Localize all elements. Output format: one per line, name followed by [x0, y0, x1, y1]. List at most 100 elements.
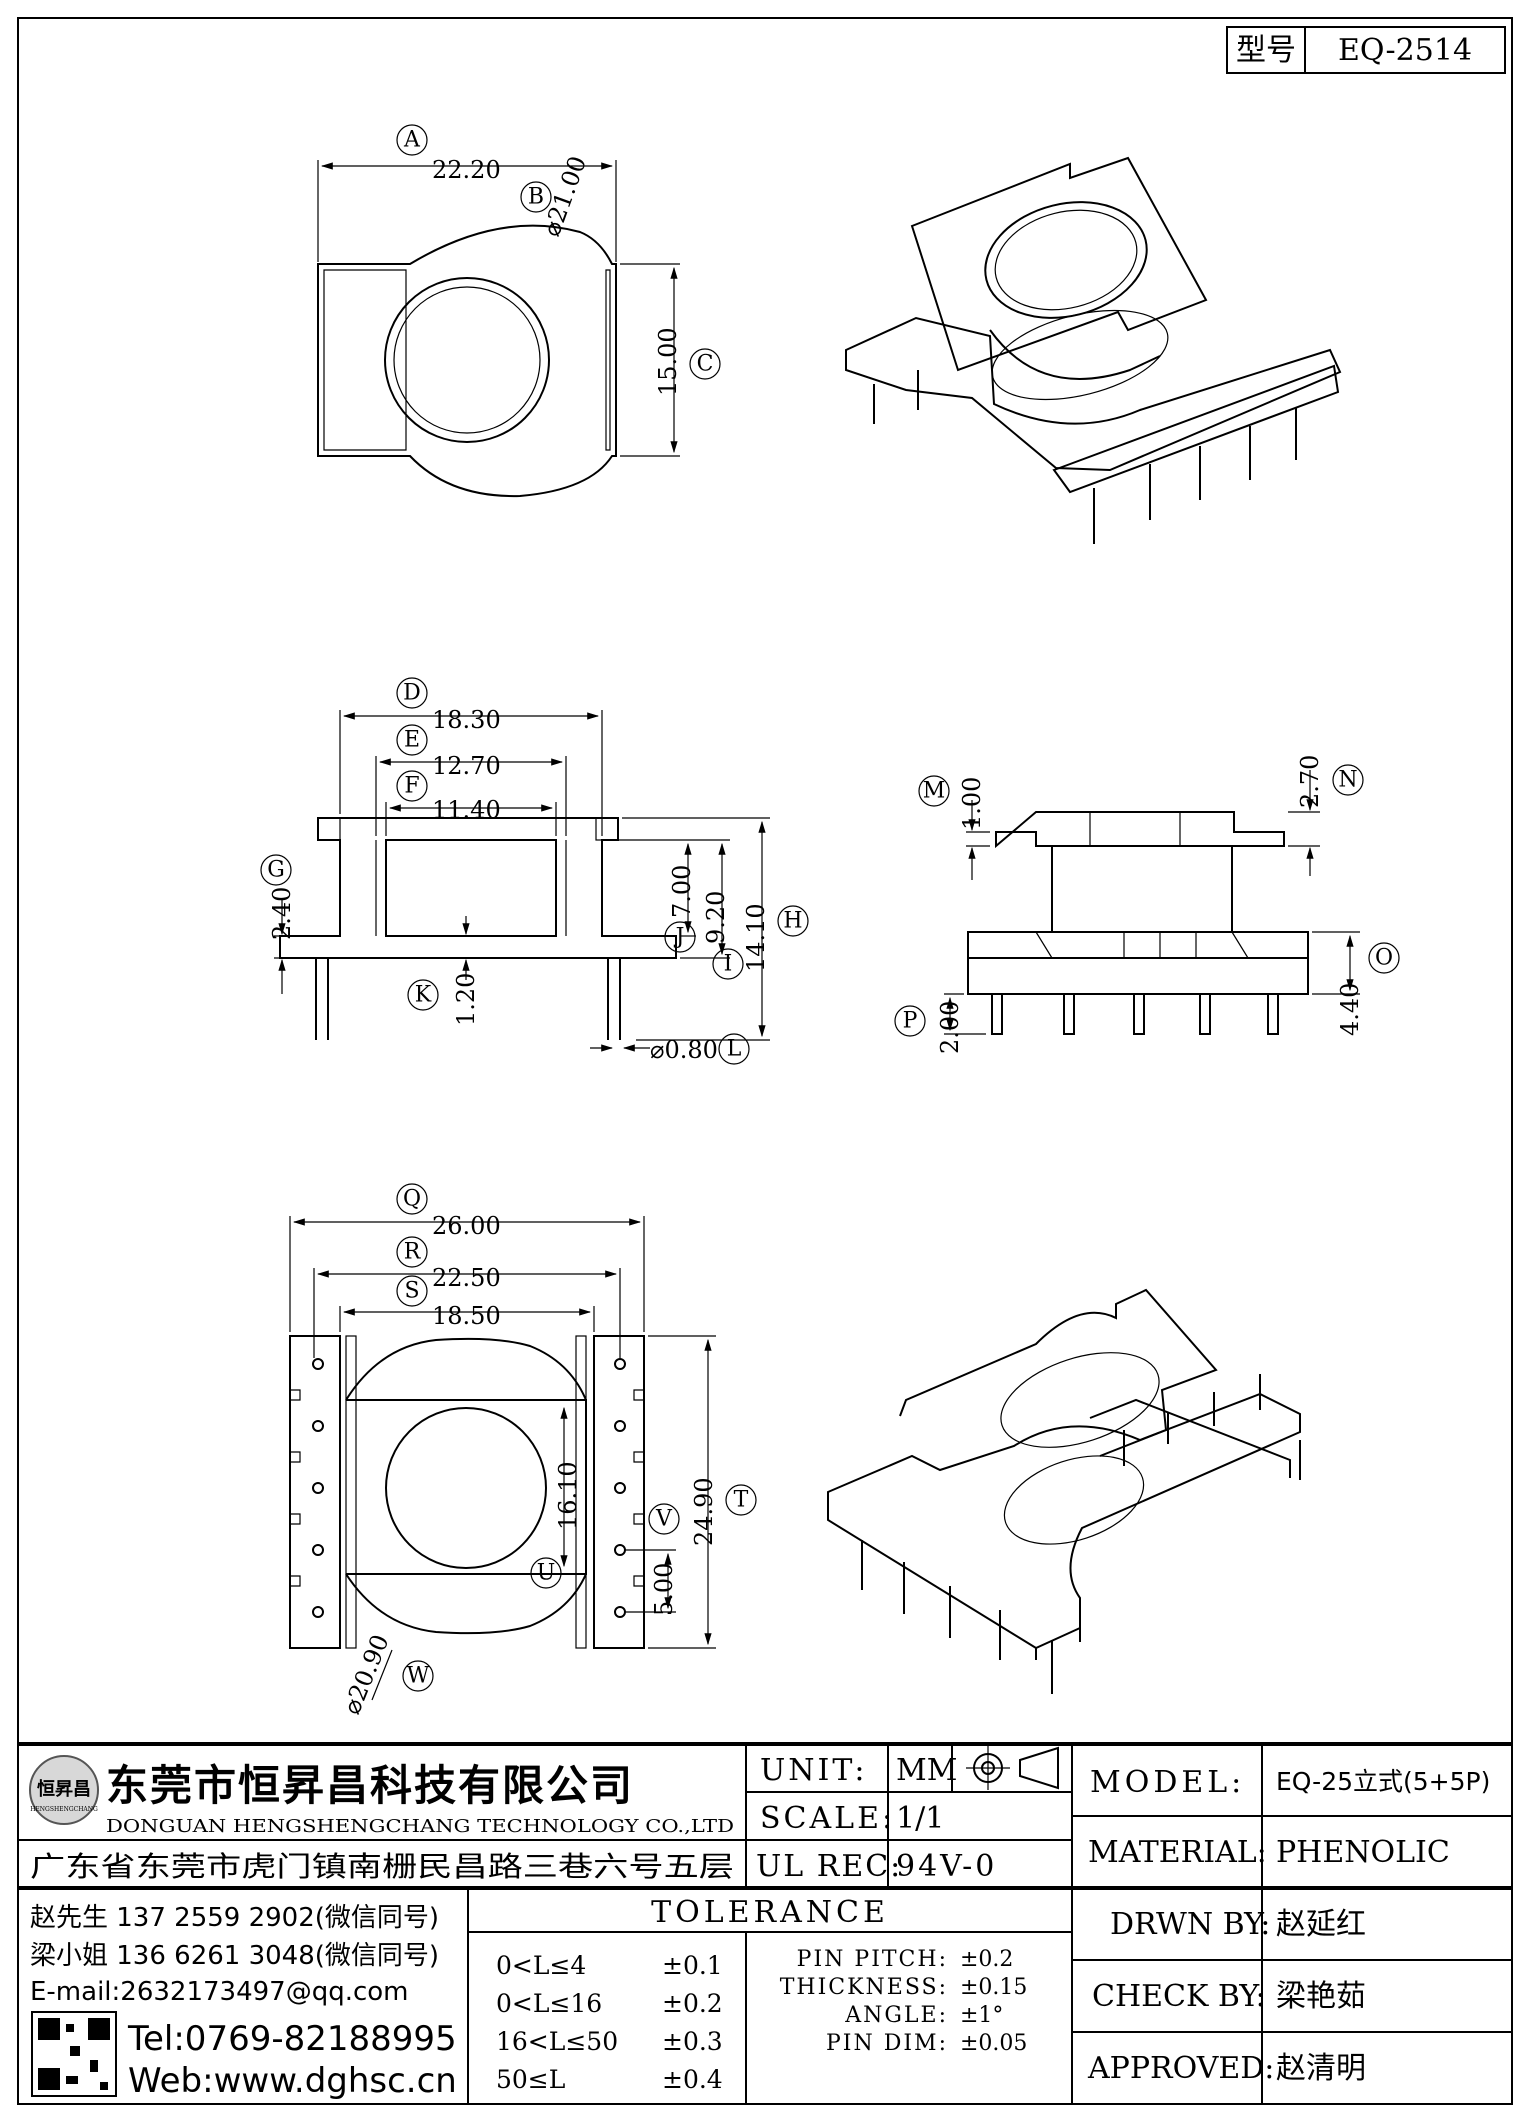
balloon-F [396, 770, 428, 802]
iso-view-bottom [827, 1288, 1301, 1694]
dim-G: 2.40 [268, 887, 296, 940]
material-label: MATERIAL: [1088, 1835, 1267, 1870]
company-name-cn: 东莞市恒昇昌科技有限公司 [106, 1761, 634, 1810]
balloon-M [918, 775, 950, 807]
qr-code [31, 2011, 117, 2097]
dim-L: ⌀0.80 [650, 1036, 718, 1064]
front-view: 1.00 M 2.70 N 4.40 O 2.00 P [894, 755, 1400, 1054]
front-pins [991, 993, 1279, 1035]
dim-C: 15.00 [654, 327, 682, 396]
balloon-J [664, 921, 696, 953]
dim-P: 2.00 [936, 1001, 964, 1054]
tol-range-3: 16<L≤50 [496, 2027, 618, 2056]
balloon-G [260, 854, 292, 886]
tol-spec-pin-pitch-value: ±0.2 [960, 1947, 1013, 1972]
model-value: EQ-25立式(5+5P) [1276, 1767, 1490, 1796]
tol-spec-pin-pitch: PIN PITCH: [797, 1947, 948, 1972]
tol-value-3: ±0.3 [662, 2027, 723, 2056]
scale-label: SCALE: [760, 1801, 895, 1836]
pin-holes-right [614, 1358, 626, 1618]
tol-spec-pin-dim-value: ±0.05 [960, 2031, 1027, 2056]
contact-line-1: 赵先生 137 2559 2902(微信同号) [30, 1903, 439, 1933]
balloon-G-letter: G [267, 858, 285, 883]
balloon-V [648, 1503, 680, 1535]
dim-K: 1.20 [452, 973, 480, 1026]
balloon-H [777, 905, 809, 937]
balloon-P [894, 1005, 926, 1037]
drawn-by-label: DRWN BY: [1110, 1907, 1270, 1942]
balloon-Q [396, 1183, 428, 1215]
scale-value: 1/1 [896, 1801, 944, 1836]
balloon-D-letter: D [403, 681, 421, 706]
projection-symbol [966, 1746, 1059, 1790]
approved-value: 赵清明 [1276, 2051, 1366, 2086]
model-label: MODEL: [1090, 1765, 1245, 1800]
header-model-value: EQ-2514 [1338, 33, 1472, 68]
balloon-H-letter: H [783, 909, 802, 934]
balloon-P-letter: P [903, 1009, 918, 1034]
balloon-F-letter: F [404, 774, 419, 799]
balloon-E [396, 724, 428, 756]
tolerance-title: TOLERANCE [651, 1895, 889, 1930]
tol-range-1: 0<L≤4 [496, 1951, 586, 1980]
balloon-T [725, 1484, 757, 1516]
balloon-B [520, 181, 552, 213]
balloon-D [396, 677, 428, 709]
balloon-Q-letter: Q [403, 1187, 421, 1212]
balloon-I-letter: I [724, 952, 733, 977]
tol-range-4: 50≤L [496, 2065, 565, 2094]
balloon-R [396, 1236, 428, 1268]
balloon-T-letter: T [734, 1488, 749, 1513]
title-block: 恒昇昌 HENGSHENGCHANG 东莞市恒昇昌科技有限公司 DONGUAN … [18, 1742, 1512, 2104]
dim-D: 18.30 [432, 706, 501, 734]
side-view: D 18.30 E 12.70 F 11.40 2.40 G 14.10 H 9… [260, 677, 809, 1065]
drawn-by-value: 赵延红 [1276, 1907, 1366, 1942]
dim-N: 2.70 [1296, 755, 1324, 808]
balloon-J-letter: J [674, 925, 685, 950]
tol-value-2: ±0.2 [662, 1989, 723, 2018]
tel: Tel:0769-82188995 [127, 2019, 457, 2059]
tol-spec-angle: ANGLE: [844, 2003, 948, 2028]
dim-E: 12.70 [432, 752, 501, 780]
balloon-E-letter: E [404, 728, 420, 753]
header-model-label: 型号 [1236, 33, 1296, 68]
logo-subtext: HENGSHENGCHANG [30, 1806, 98, 1813]
dim-A: 22.20 [432, 156, 501, 184]
balloon-K [407, 979, 439, 1011]
balloon-I [712, 948, 744, 980]
dim-Q: 26.00 [432, 1212, 501, 1240]
ulrec-label: UL REC: [756, 1849, 902, 1884]
dim-U: 16.10 [554, 1461, 582, 1530]
balloon-C-letter: C [697, 352, 714, 377]
balloon-O [1368, 942, 1400, 974]
balloon-S-letter: S [404, 1279, 419, 1304]
dim-F: 11.40 [432, 796, 501, 824]
check-by-label: CHECK BY: [1092, 1979, 1266, 2014]
dim-S: 18.50 [432, 1302, 501, 1330]
dim-V: 5.00 [650, 1563, 678, 1616]
balloon-L [718, 1033, 750, 1065]
dim-M: 1.00 [958, 777, 986, 830]
pin-holes-left [312, 1358, 324, 1618]
balloon-N [1332, 764, 1364, 796]
sheet-border [17, 17, 1513, 2105]
balloon-W-letter: W [407, 1664, 430, 1689]
balloon-O-letter: O [1375, 946, 1393, 971]
company-name-en: DONGUAN HENGSHENGCHANG TECHNOLOGY CO.,LT… [106, 1816, 734, 1837]
tol-spec-thickness: THICKNESS: [780, 1975, 948, 2000]
iso-bottom-pins [861, 1374, 1301, 1694]
balloon-R-letter: R [404, 1240, 422, 1265]
iso-view-top [845, 156, 1342, 544]
company-address: 广东省东莞市虎门镇南栅民昌路三巷六号五层 [30, 1850, 734, 1883]
balloon-U [530, 1557, 562, 1589]
balloon-M-letter: M [923, 779, 946, 804]
balloon-L-letter: L [727, 1037, 742, 1062]
dim-J: 7.00 [668, 865, 696, 918]
contact-email: E-mail:2632173497@qq.com [30, 1977, 409, 2007]
material-value: PHENOLIC [1276, 1835, 1450, 1870]
balloon-W [402, 1660, 434, 1692]
approved-label: APPROVED: [1087, 2051, 1274, 2086]
tol-spec-angle-value: ±1° [960, 2003, 1003, 2028]
dim-R: 22.50 [432, 1264, 501, 1292]
